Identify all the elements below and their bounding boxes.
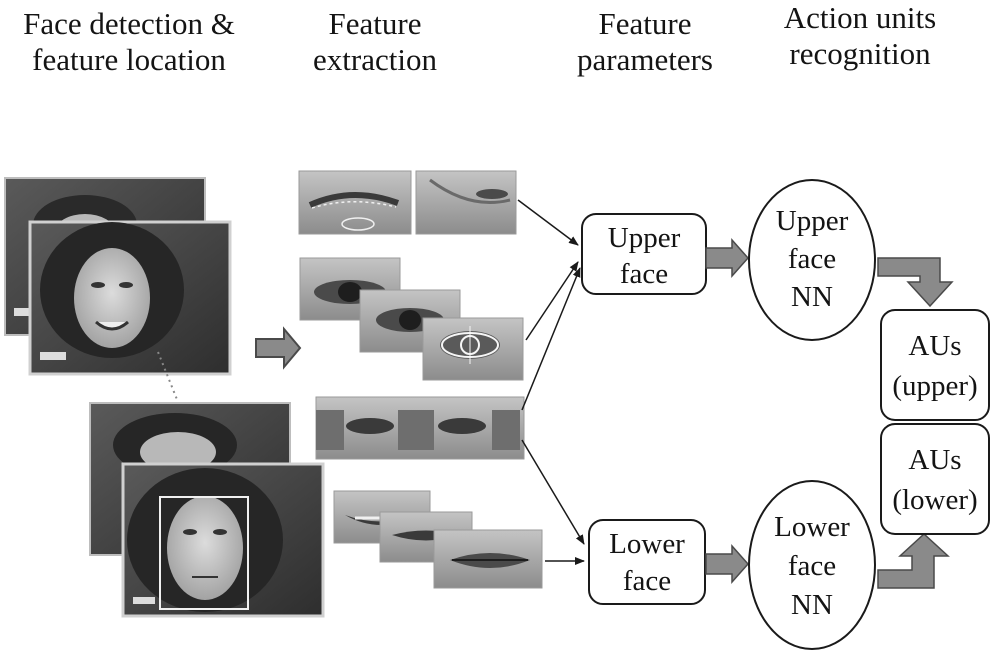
photo-face-back-bottom (140, 432, 216, 472)
arrow-eye-to-upper (525, 261, 579, 341)
brow-eye-contour (341, 217, 375, 231)
header-feature-extraction: Feature extraction (295, 6, 455, 78)
eye-2-iris (399, 310, 421, 330)
furrow-patch-left (316, 410, 344, 450)
header-feature-parameters-line1: Feature (598, 6, 692, 41)
arrow-brow-to-upper (517, 199, 579, 246)
connector-lines (517, 199, 585, 565)
aus-upper-line2: (upper) (892, 370, 977, 402)
lower-face-line2: face (623, 565, 671, 597)
lower-nn-ellipse (748, 480, 876, 650)
upper-nn-line1: Upper (776, 205, 849, 237)
lower-nn-node: Lower face NN (748, 480, 876, 650)
arrow-furrow-to-lower (521, 439, 585, 545)
block-arrow-lower-to-nn (705, 544, 750, 584)
mouth-1-shape (345, 515, 420, 525)
upper-face-box: Upper face (581, 213, 707, 295)
block-arrow-lower-nn-to-aus (877, 532, 950, 589)
feature-brow-group (298, 170, 517, 235)
photo-face-front-top (74, 248, 150, 348)
aus-upper-line1: AUs (908, 330, 961, 362)
strip-eye-left (346, 418, 394, 434)
photo-stamp-back-top (14, 308, 36, 316)
lower-face-box: Lower face (588, 519, 706, 605)
lower-nn-line2: face (788, 550, 836, 582)
feature-mouth-group (333, 490, 543, 589)
face-photo-stack-top (4, 177, 232, 376)
feature-furrow-group (315, 396, 525, 460)
block-arrow-upper-to-nn (705, 238, 750, 278)
header-face-detection-line1: Face detection & (23, 6, 235, 41)
header-action-units-line1: Action units (783, 0, 937, 35)
aus-lower-line2: (lower) (892, 484, 977, 516)
brow-left-contour (311, 201, 397, 209)
header-action-units: Action units recognition (765, 0, 955, 72)
feature-eye-group (299, 257, 524, 381)
photo-stamp-front-bottom (133, 597, 155, 604)
upper-nn-ellipse (748, 179, 876, 341)
photo-left-eye-top (91, 282, 105, 288)
photo-right-eye-bottom (213, 529, 227, 535)
aus-upper-box: AUs (upper) (880, 309, 990, 421)
photo-left-eye-bottom (183, 529, 197, 535)
upper-nn-line2: face (788, 243, 836, 275)
lower-nn-line1: Lower (774, 511, 850, 543)
eye-1-iris (338, 282, 362, 302)
header-feature-parameters: Feature parameters (560, 6, 730, 78)
photo-face-front-bottom (167, 496, 243, 600)
aus-lower-line1: AUs (908, 444, 961, 476)
aus-upper-frame (880, 309, 990, 421)
brow-right-shape (429, 178, 511, 204)
face-photo-stack-bottom (89, 402, 325, 618)
upper-face-line2: face (620, 258, 668, 290)
header-feature-extraction-line1: Feature (328, 6, 422, 41)
photo-stamp-front-top (40, 352, 66, 360)
upper-face-line1: Upper (608, 222, 681, 254)
lower-nn-line3: NN (791, 589, 833, 621)
aus-lower-frame (880, 423, 990, 535)
block-arrow-upper-nn-to-aus (877, 257, 954, 308)
upper-nn-node: Upper face NN (748, 179, 876, 341)
aus-lower-box: AUs (lower) (880, 423, 990, 535)
photo-smile-top (95, 320, 129, 331)
upper-nn-line3: NN (791, 281, 833, 313)
header-face-detection-line2: feature location (32, 42, 226, 77)
lower-face-box-frame (588, 519, 706, 605)
block-arrow-to-extraction (255, 326, 302, 370)
brow-right-dark (476, 189, 508, 199)
strip-eye-right (438, 418, 486, 434)
arrow-furrow-to-upper (521, 267, 581, 411)
furrow-patch-center (398, 410, 434, 450)
face-detection-box (159, 496, 249, 610)
header-face-detection: Face detection & feature location (4, 6, 254, 78)
header-feature-parameters-line2: parameters (577, 42, 713, 77)
lower-face-line1: Lower (609, 528, 685, 560)
header-action-units-line2: recognition (789, 36, 931, 71)
brow-left-shape (308, 192, 400, 208)
header-feature-extraction-line2: extraction (313, 42, 437, 77)
photo-right-eye-top (119, 282, 133, 288)
furrow-patch-right (492, 410, 520, 450)
